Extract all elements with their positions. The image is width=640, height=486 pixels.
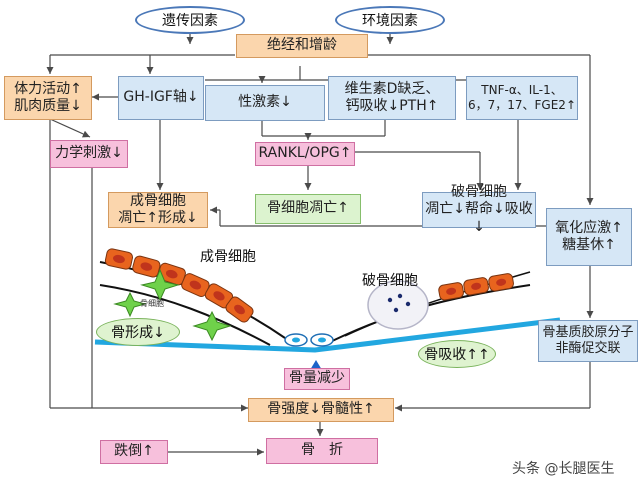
gh-igf-box: GH-IGF轴↓ — [118, 76, 204, 120]
fall-box: 跌倒↑ — [100, 440, 168, 464]
oxidative-stress-box: 氧化应激↑ 糖基休↑ — [546, 208, 632, 266]
collagen-line1: 骨基质胶原分子 — [542, 324, 634, 340]
vitamin-d-line1: 维生素D缺乏、 — [344, 80, 440, 97]
vitamin-d-box: 维生素D缺乏、 钙吸收↓PTH↑ — [328, 76, 456, 120]
collagen-crosslink-box: 骨基质胶原分子 非酶促交联 — [538, 320, 638, 362]
bone-loss-box: 骨量减少 — [284, 368, 350, 390]
osteoblast-box-line2: 凋亡↑形成↓ — [118, 210, 198, 226]
lining-cells — [438, 273, 514, 301]
osteoclast-cell — [367, 280, 429, 330]
menopause-aging-box: 绝经和增龄 — [236, 34, 368, 58]
oxidative-line2: 糖基休↑ — [562, 237, 616, 253]
bone-surface-line — [94, 317, 561, 353]
osteoclast-box-line2: 凋亡↓帮命↓吸收↓ — [425, 201, 533, 235]
watermark: 头条 @长腿医生 — [512, 461, 615, 477]
physical-activity-line2: 肌肉质量↓ — [14, 98, 82, 114]
bone-strength-box: 骨强度↓骨髓性↑ — [248, 398, 394, 422]
osteoclast-label: 破骨细胞 — [362, 273, 418, 289]
oxidative-line1: 氧化应激↑ — [555, 219, 623, 236]
osteoblast-box: 成骨细胞 凋亡↑形成↓ — [108, 192, 208, 228]
fracture-box: 骨 折 — [266, 438, 378, 464]
cytokines-line1: TNF-α、IL-1、 — [481, 83, 563, 97]
physical-activity-box: 体力活动↑ 肌肉质量↓ — [4, 76, 92, 120]
genetic-factor: 遗传因素 — [135, 6, 245, 34]
osteoblast-cells — [104, 248, 254, 323]
cytokines-line2: 6，7，17、FGE2↑ — [467, 98, 576, 112]
rankl-opg-box: RANKL/OPG↑ — [255, 142, 355, 166]
environment-factor: 环境因素 — [335, 6, 445, 34]
osteoclast-box: 破骨细胞 凋亡↓帮命↓吸收↓ — [422, 184, 536, 235]
osteocyte-stars — [113, 268, 232, 342]
osteocyte-box: 骨细胞凋亡↑ — [255, 194, 361, 224]
cytokines-box: TNF-α、IL-1、 6，7，17、FGE2↑ — [466, 76, 578, 120]
bone-formation-oval: 骨形成↓ — [96, 318, 180, 346]
vitamin-d-line2: 钙吸收↓PTH↑ — [345, 98, 439, 114]
osteocyte-small-label: 骨细胞 — [140, 299, 164, 308]
osteoclast-box-line1: 破骨细胞 — [451, 183, 507, 200]
physical-activity-line1: 体力活动↑ — [14, 80, 82, 97]
collagen-line2: 非酶促交联 — [555, 341, 621, 356]
sex-hormone-box: 性激素↓ — [205, 85, 325, 121]
osteoblast-label: 成骨细胞 — [200, 249, 256, 265]
osteoblast-box-line1: 成骨细胞 — [130, 192, 186, 209]
bone-resorption-oval: 骨吸收↑↑ — [418, 340, 496, 368]
mechanical-stimulus-box: 力学刺激↓ — [50, 140, 128, 168]
